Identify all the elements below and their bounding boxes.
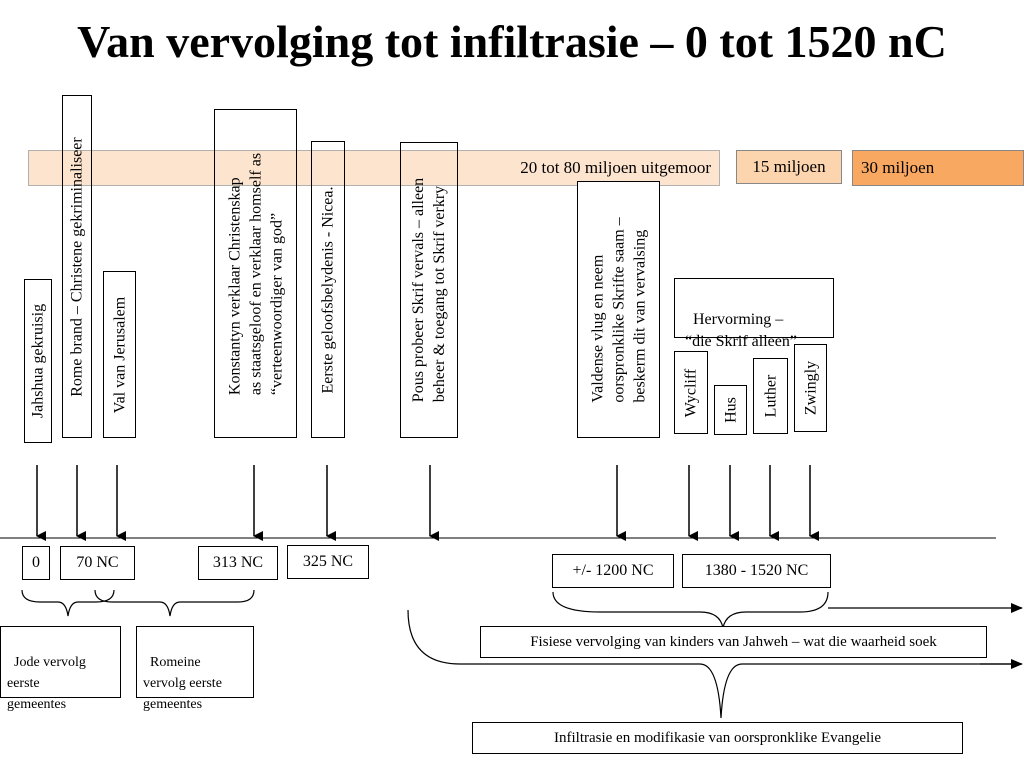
note-physical-label: Fisiese vervolging van kinders van Jahwe… (530, 633, 937, 650)
event-rome: Rome brand – Christene gekriminaliseer (62, 95, 92, 438)
note-infiltration: Infiltrasie en modifikasie van oorspronk… (472, 722, 963, 754)
date-0-label: 0 (32, 554, 40, 571)
reformer-hus: Hus (714, 385, 747, 435)
date-325-label: 325 NC (302, 553, 354, 570)
event-pope-label: Pous probeer Skrif vervals – alleen behe… (410, 177, 448, 403)
date-313-label: 313 NC (212, 554, 264, 571)
event-valdense-label: Valdense vlug en neem oorspronklike Skri… (589, 216, 648, 403)
event-pope: Pous probeer Skrif vervals – alleen behe… (400, 142, 458, 438)
note-romans-label: Romeine vervolg eerste gemeentes (143, 655, 222, 712)
date-1200-label: +/- 1200 NC (572, 562, 654, 579)
date-1380-1520: 1380 - 1520 NC (682, 554, 831, 588)
note-physical-persecution: Fisiese vervolging van kinders van Jahwe… (480, 626, 987, 658)
date-313: 313 NC (198, 546, 278, 580)
brace-romans (94, 589, 255, 617)
event-rome-label: Rome brand – Christene gekriminaliseer (68, 136, 86, 397)
bar-persecution-20-80: 20 tot 80 miljoen uitgemoor (28, 150, 720, 186)
event-konstantyn-label: Konstantyn verklaar Christenskap as staa… (226, 152, 285, 395)
event-nicea-label: Eerste geloofsbelydenis - Nicea. (319, 185, 337, 394)
page-title: Van vervolging tot infiltrasie – 0 tot 1… (77, 16, 947, 67)
event-jerusalem-label: Val van Jerusalem (111, 296, 128, 413)
reformer-zwingly-label: Zwingly (802, 360, 819, 416)
note-infiltration-label: Infiltrasie en modifikasie van oorspronk… (554, 729, 881, 746)
brace-later (552, 591, 829, 629)
note-romans: Romeine vervolg eerste gemeentes (136, 626, 254, 712)
reformation-box: Hervorming – “die Skrif alleen” (674, 278, 834, 350)
bar-30-million-label: 30 miljoen (861, 158, 935, 177)
event-jahshua-label: Jahshua gekruisig (29, 303, 47, 419)
event-konstantyn: Konstantyn verklaar Christenskap as staa… (214, 109, 297, 438)
reformer-wycliff-label: Wycliff (682, 368, 700, 417)
date-70-label: 70 NC (76, 554, 119, 571)
event-jahshua: Jahshua gekruisig (24, 279, 52, 443)
event-jerusalem: Val van Jerusalem (103, 271, 136, 438)
bar-persecution-label: 20 tot 80 miljoen uitgemoor (520, 158, 711, 177)
date-1380-1520-label: 1380 - 1520 NC (704, 562, 809, 579)
date-0: 0 (22, 546, 50, 580)
date-70: 70 NC (60, 546, 135, 580)
reformer-wycliff: Wycliff (674, 351, 708, 434)
reformer-zwingly: Zwingly (794, 344, 827, 432)
bar-15-million-label: 15 miljoen (752, 157, 826, 176)
event-nicea: Eerste geloofsbelydenis - Nicea. (311, 141, 345, 438)
reformation-label: Hervorming – “die Skrif alleen” (685, 311, 797, 350)
date-1200: +/- 1200 NC (552, 554, 674, 588)
note-jews: Jode vervolg eerste gemeentes (0, 626, 121, 712)
reformer-luther-label: Luther (762, 374, 779, 418)
event-valdense: Valdense vlug en neem oorspronklike Skri… (577, 181, 660, 438)
bar-30-million: 30 miljoen (852, 150, 1024, 186)
brace-jews (21, 589, 115, 617)
bar-15-million: 15 miljoen (736, 150, 842, 184)
date-325: 325 NC (287, 545, 369, 579)
brace-infiltration (407, 609, 1020, 719)
note-jews-label: Jode vervolg eerste gemeentes (7, 655, 86, 712)
reformer-luther: Luther (753, 358, 788, 434)
reformer-hus-label: Hus (722, 397, 739, 423)
